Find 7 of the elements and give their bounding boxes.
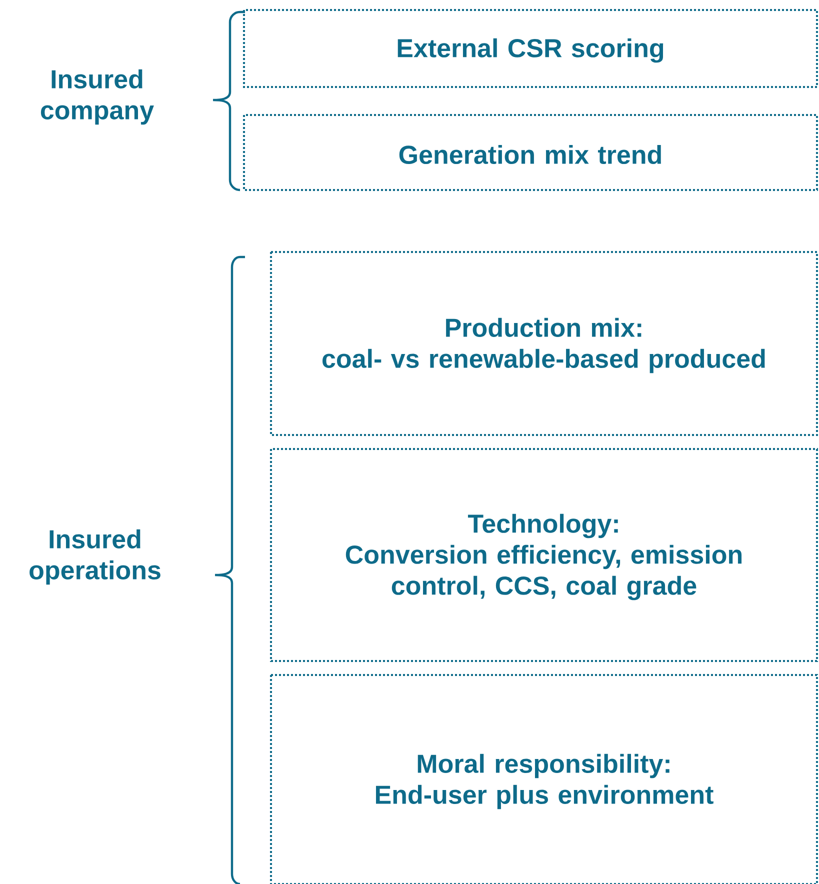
dotted-box: Moral responsibility: End-user plus environment (270, 674, 818, 884)
dotted-box: External CSR scoring (243, 9, 818, 88)
dotted-box: Generation mix trend (243, 114, 818, 191)
group-label: Insured operations (30, 529, 160, 585)
dotted-box: Production mix: coal- vs renewable-based produced (270, 251, 818, 436)
group-label: Insured company (40, 69, 154, 125)
dotted-box: Technology: Conversion efficiency, emission control, CCS, coal grade (270, 448, 818, 662)
